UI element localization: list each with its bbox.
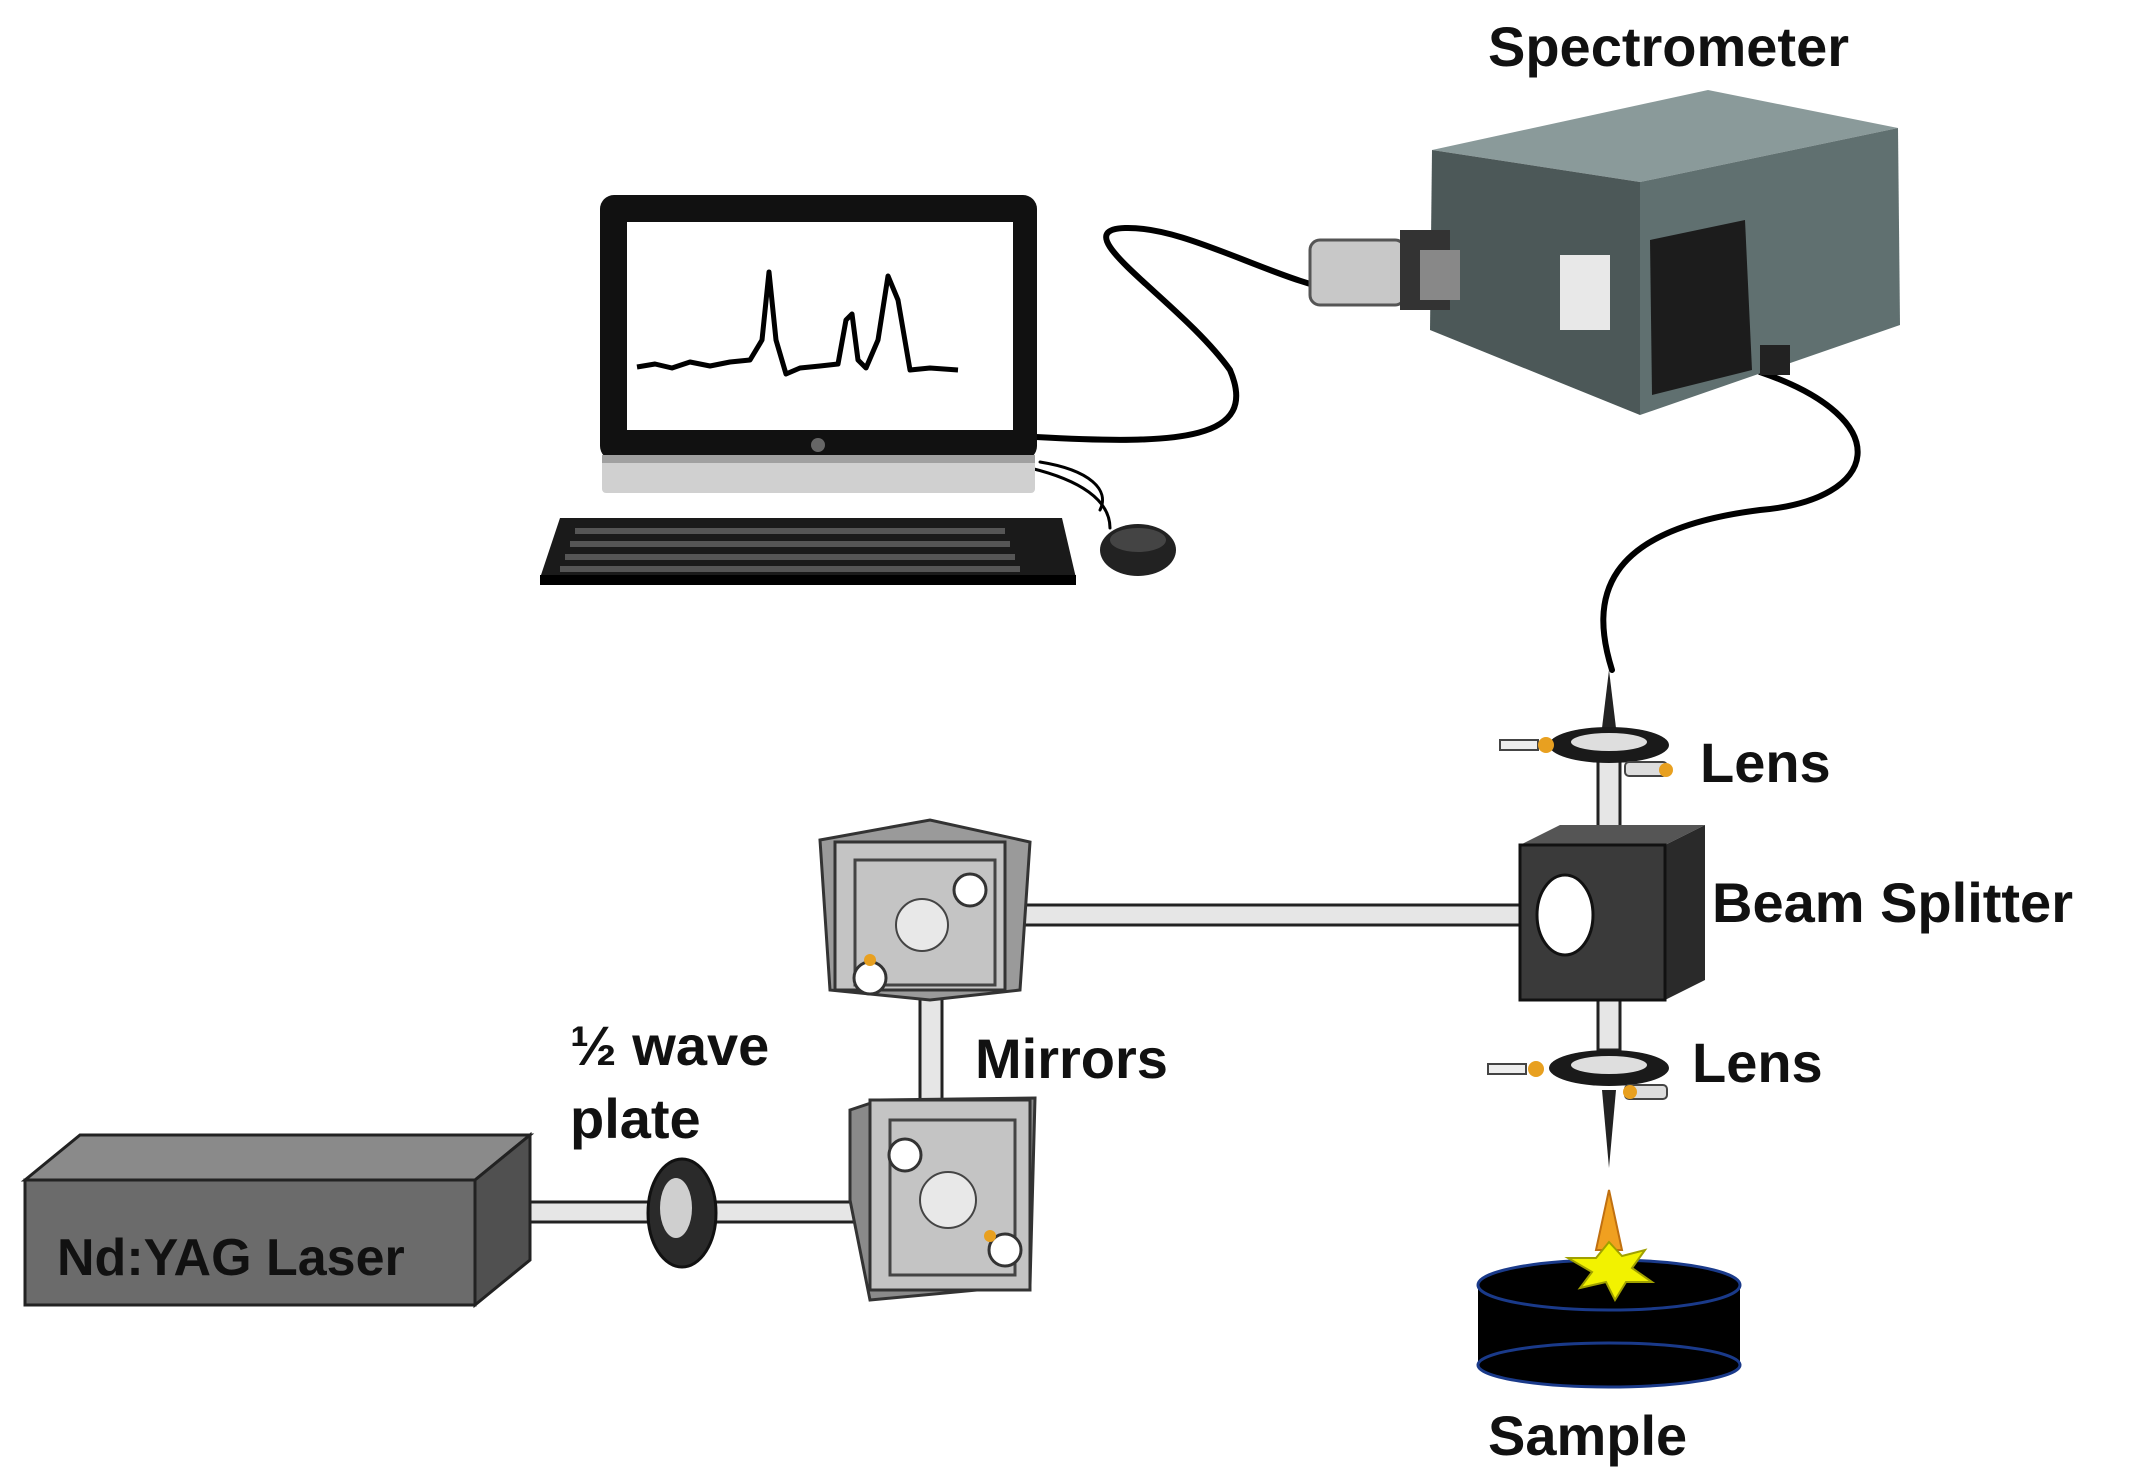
nd-yag-laser-box: [20, 1131, 535, 1309]
mirror-upper: [818, 818, 1032, 1002]
computer-monitor: [600, 195, 1037, 493]
spectrometer-device: [1308, 90, 1900, 415]
mouse: [1100, 524, 1176, 576]
keyboard: [540, 518, 1076, 585]
spectrum-trace-icon: [636, 269, 959, 377]
label-lens-bottom: Lens: [1692, 1031, 1823, 1094]
beam-path: [528, 758, 1622, 1224]
plasma-spark-icon: [1564, 1189, 1656, 1303]
beam-splitter-cube: [1518, 825, 1705, 1002]
label-beam-splitter: Beam Splitter: [1712, 871, 2073, 934]
focus-cones: [1602, 670, 1616, 1168]
cables: [1028, 224, 1861, 673]
lens-top-icon: [1499, 727, 1673, 777]
mirror-lower: [848, 1096, 1037, 1302]
label-lens-top: Lens: [1700, 731, 1831, 794]
lens-bottom-icon: [1487, 1050, 1669, 1100]
label-laser: Nd:YAG Laser: [57, 1229, 405, 1287]
half-wave-plate-icon: [646, 1157, 718, 1269]
label-mirrors: Mirrors: [975, 1027, 1168, 1090]
label-spectrometer: Spectrometer: [1488, 15, 1849, 78]
label-half-wave-plate-line1: ½ wave: [570, 1014, 769, 1077]
label-sample: Sample: [1488, 1404, 1687, 1467]
label-half-wave-plate-line2: plate: [570, 1087, 701, 1150]
